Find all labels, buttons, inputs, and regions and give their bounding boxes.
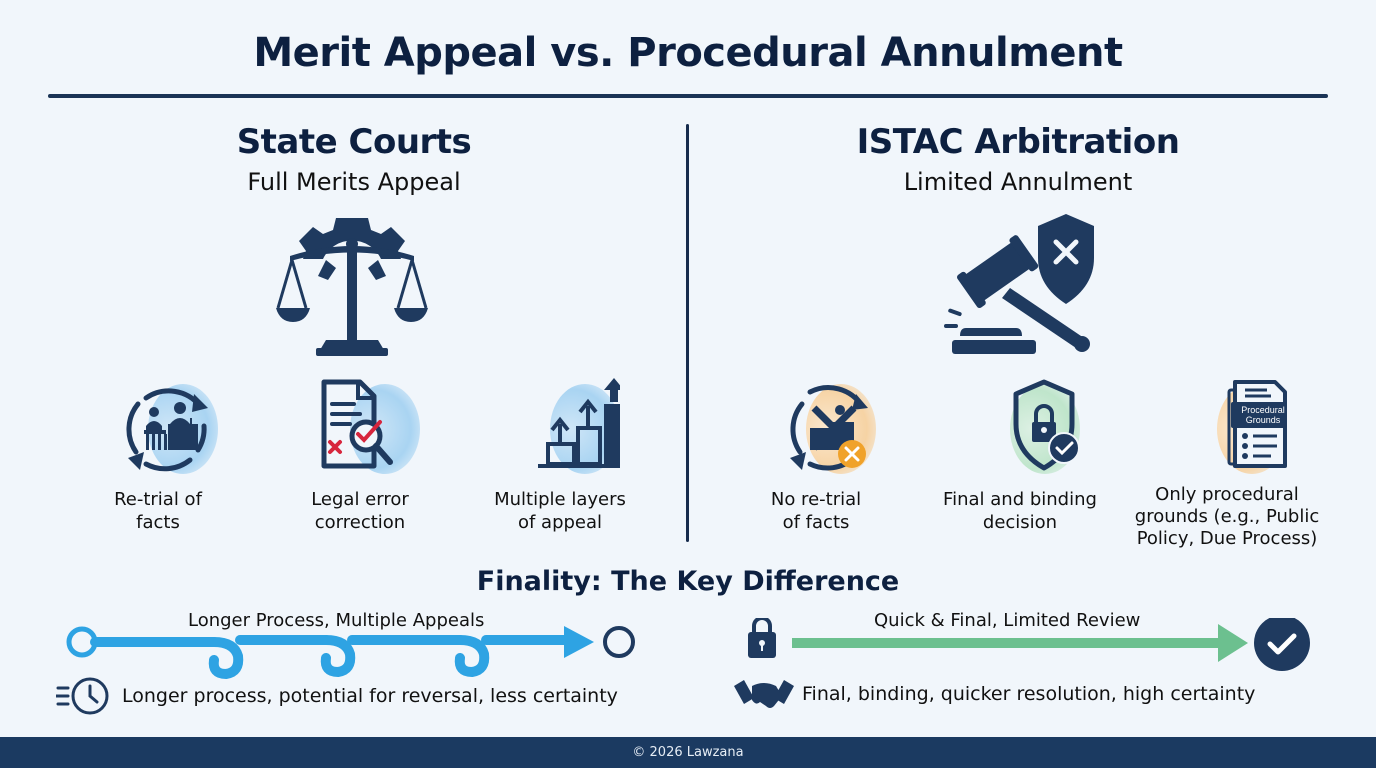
left-subheading: Full Merits Appeal [247, 168, 461, 196]
right-heading: ISTAC Arbitration [856, 122, 1180, 162]
title-divider [48, 94, 1328, 98]
left-track-label: Longer Process, Multiple Appeals [188, 610, 485, 631]
feature-label-line: correction [314, 512, 406, 533]
feature-label-line: Final and binding [943, 489, 1097, 510]
left-track-note: Longer process, potential for reversal, … [56, 676, 618, 716]
procedural-badge-line2: Grounds [1246, 415, 1281, 425]
procedural-grounds-document-icon: Procedural Grounds [1227, 380, 1287, 468]
left-track-note-text: Longer process, potential for reversal, … [122, 685, 618, 707]
feature-label-line: Policy, Due Process) [1136, 528, 1318, 549]
column-divider [686, 124, 689, 542]
shield-lock-check-icon [1013, 379, 1080, 471]
right-track-label: Quick & Final, Limited Review [874, 610, 1141, 631]
footer: © 2026 Lawzana [0, 737, 1376, 768]
quick-final-timeline-arrow [748, 618, 1310, 671]
right-subheading: Limited Annulment [903, 168, 1133, 196]
feature-label-line: Only procedural [1155, 484, 1299, 505]
no-retrial-crossed-icon [790, 385, 868, 471]
gavel-shield-x-icon [944, 212, 1096, 362]
procedural-badge-line1: Procedural [1241, 405, 1285, 415]
feature-label-line: No re-trial [770, 489, 862, 510]
page-title: Merit Appeal vs. Procedural Annulment [253, 30, 1123, 76]
clock-speed-icon [56, 677, 109, 715]
left-column-header: State Courts Full Merits Appeal [74, 122, 634, 196]
left-heading: State Courts [236, 122, 472, 162]
feature-label-line: facts [136, 512, 180, 533]
scales-of-justice-gear-icon [276, 214, 428, 362]
feature-label-line: of appeal [517, 512, 603, 533]
right-track-note: Final, binding, quicker resolution, high… [734, 676, 1255, 712]
feature-label-line: Re-trial of [114, 489, 202, 510]
handshake-icon [734, 680, 794, 708]
right-column-header: ISTAC Arbitration Limited Annulment [738, 122, 1298, 196]
finality-section-title: Finality: The Key Difference [476, 566, 900, 597]
feature-label-line: decision [982, 512, 1058, 533]
ascending-steps-arrows-icon [538, 378, 620, 468]
long-process-timeline-arrow [66, 626, 635, 680]
feature-label-line: Legal error [311, 489, 409, 510]
copyright-text: © 2026 Lawzana [632, 745, 744, 760]
document-magnifier-check-icon [321, 379, 393, 469]
right-track-note-text: Final, binding, quicker resolution, high… [802, 683, 1256, 705]
feature-label-line: Multiple layers [494, 489, 626, 510]
feature-label-line: of facts [782, 512, 850, 533]
feature-label-line: grounds (e.g., Public [1134, 506, 1320, 527]
retrial-courtroom-cycle-icon [126, 388, 208, 472]
